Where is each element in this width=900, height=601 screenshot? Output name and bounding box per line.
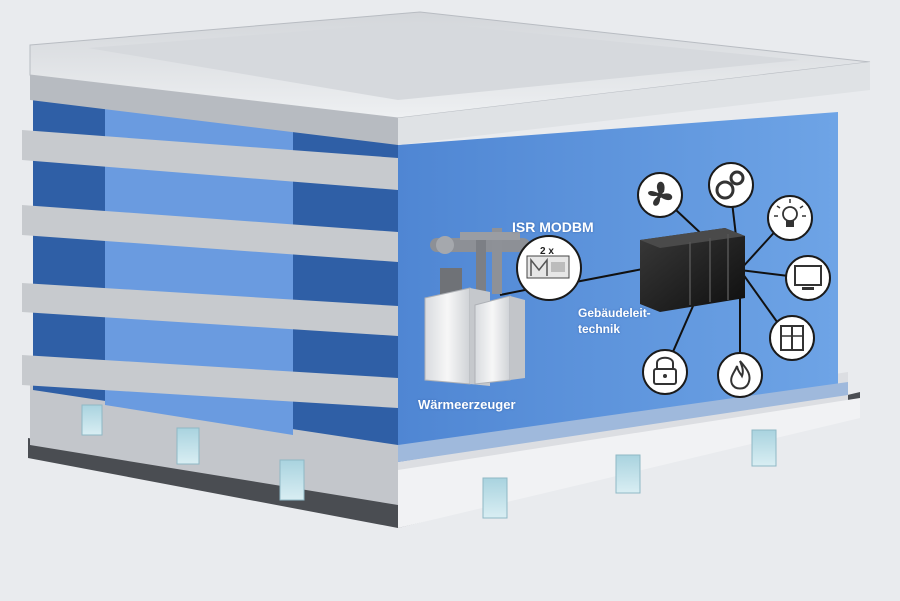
gears-icon: [708, 162, 754, 208]
ground-window: [751, 429, 777, 467]
ground-floor-left: [30, 385, 398, 505]
floor-band: [22, 355, 398, 408]
base-shadow: [28, 392, 860, 528]
heat-generator-label: Wärmeerzeuger: [418, 397, 516, 412]
monitor-icon: [785, 255, 831, 301]
building-technology-label: Gebäudeleit- technik: [578, 305, 651, 337]
building-technology-label-line2: technik: [578, 322, 621, 336]
building-technology-label-line1: Gebäudeleit-: [578, 306, 651, 320]
facade-bottom-trim: [398, 382, 848, 462]
ground-window: [482, 477, 508, 519]
isr-modbm-label: ISR MODBM: [512, 219, 594, 235]
floor-band: [22, 130, 398, 190]
isr-modbm-module: [516, 235, 582, 301]
building-control-server: [640, 228, 745, 312]
light-bulb-icon: [767, 195, 813, 241]
fan-icon: [637, 172, 683, 218]
floor-band: [22, 283, 398, 336]
heat-generator-illustration: [424, 228, 530, 386]
ground-window: [615, 454, 641, 494]
roof-inner: [88, 22, 800, 100]
ground-window: [176, 427, 200, 465]
floor-band: [22, 205, 398, 262]
ground-window: [81, 404, 103, 436]
ground-window: [279, 459, 305, 501]
roof-edge-right: [398, 62, 870, 145]
multiplier-label: 2 x: [540, 246, 554, 257]
fire-icon: [717, 352, 763, 398]
roof-edge-left: [30, 75, 398, 145]
window-icon: [769, 315, 815, 361]
lock-icon: [642, 349, 688, 395]
